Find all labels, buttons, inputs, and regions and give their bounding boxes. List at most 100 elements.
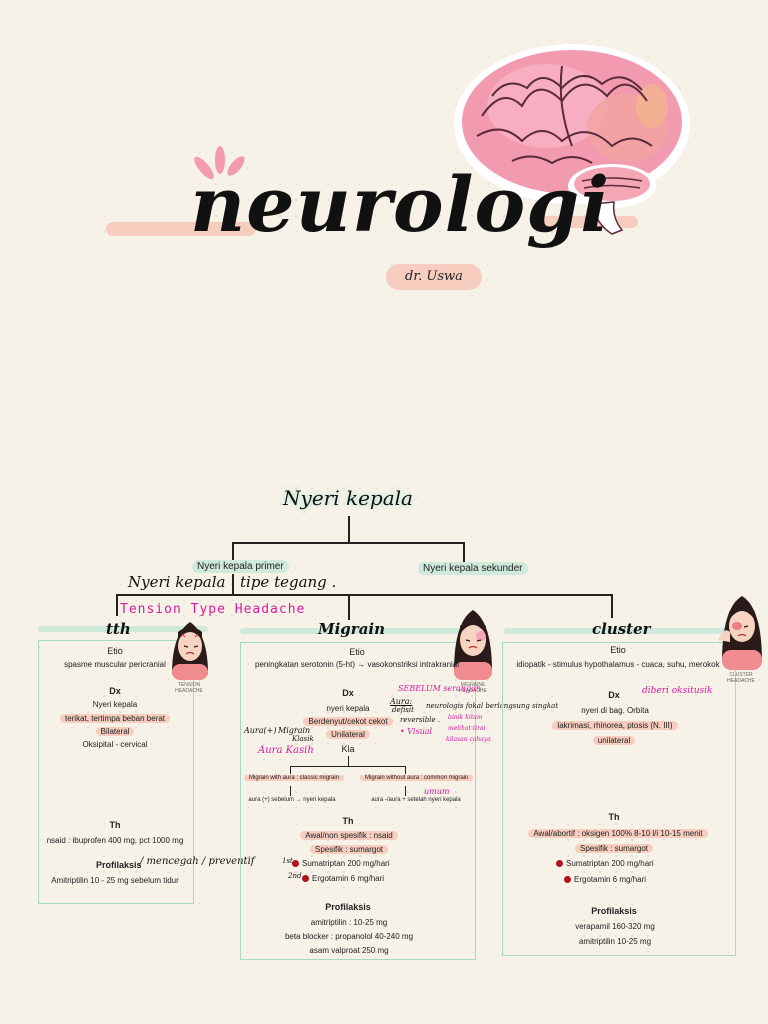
aura-visual-note: • Visual <box>400 727 433 736</box>
aura-visual-1: binik hitam <box>448 714 483 721</box>
migrain-th-1: Awal/non spesifik : nsaid <box>276 831 422 840</box>
aura-defisit-note: defisit <box>392 706 414 714</box>
migrain-th-2: Spesifik : sumargot <box>276 845 422 854</box>
cluster-etio-label: Etio <box>610 645 626 655</box>
kla-connector <box>405 766 406 774</box>
migrain-th-4: Ergotamin 6 mg/hari <box>302 874 384 883</box>
tth-panel <box>38 640 194 904</box>
migrain-class-2-sub: aura -/aura + setelah nyeri kepala <box>371 797 461 803</box>
cluster-etio: idiopatik - stimulus hypothalamus - cuac… <box>516 660 720 669</box>
secondary-node: Nyeri kepala sekunder <box>418 562 528 575</box>
headache-face-migraine-icon <box>454 610 492 680</box>
page-title: neurologi <box>190 160 611 249</box>
cluster-prof-2: amitriptilin 10-25 mg <box>578 937 652 946</box>
tth-dx-4: Oksipital - cervical <box>82 740 148 749</box>
migrain-dx-3: Unilateral <box>300 730 396 739</box>
migrain-rank-1: 1st <box>282 857 293 865</box>
migrain-class-1-connector <box>290 786 291 796</box>
splash-accent-icon <box>194 146 245 180</box>
tth-dx-2: terikat, tertimpa beban berat <box>38 714 192 723</box>
cluster-title: cluster <box>592 620 651 638</box>
headache-face-cluster-icon <box>718 596 762 670</box>
migrain-th-3: Sumatriptan 200 mg/hari <box>292 859 390 868</box>
tth-th-label: Th <box>109 820 121 830</box>
migrain-prof-label: Profilaksis <box>325 902 371 912</box>
migrain-dx-1: nyeri kepala <box>326 704 370 713</box>
cluster-th-label: Th <box>608 812 620 822</box>
migrain-prof-2: beta blocker : propanolol 40-240 mg <box>284 932 414 941</box>
cluster-th-3: Sumatriptan 200 mg/hari <box>556 859 654 868</box>
migrain-dx-2: Berdenyut/cekot cekot <box>290 717 406 726</box>
tth-prof-note: / mencegah / preventif <box>140 856 255 867</box>
aura-visual-2: melihat tirai <box>448 725 486 732</box>
migrain-rank-2: 2nd <box>288 872 302 880</box>
tree-connector <box>232 542 234 564</box>
aura-title-note: Aura: <box>390 697 413 706</box>
migrain-prof-3: asam valproat 250 mg <box>309 946 389 955</box>
aura-neuro-note: neurologis fokal berlangsung singkat <box>426 702 559 710</box>
handwritten-note-magenta: Tension Type Headache <box>120 602 306 617</box>
kla-connector <box>348 756 349 766</box>
cluster-dx-label: Dx <box>608 690 620 700</box>
migrain-kla-label: Kla <box>341 744 355 754</box>
brain-illustration-icon <box>454 44 690 235</box>
aura-reversible-note: reversible . <box>400 716 441 724</box>
tree-connector <box>348 594 350 620</box>
kla-connector <box>290 766 291 774</box>
cluster-dx-1: nyeri di bag. Orbita <box>581 706 649 715</box>
migrain-panel <box>240 642 476 960</box>
migrain-title: Migrain <box>318 620 386 638</box>
aura-visual-3: kilasan cahaya <box>446 736 491 743</box>
tth-header-band <box>38 626 208 632</box>
tth-dx-label: Dx <box>109 686 121 696</box>
migrain-etio: peningkatan serotonin (5-ht) → vasokonst… <box>254 660 460 669</box>
migrain-header-band <box>240 628 476 634</box>
migrain-face-caption: MIGRAINE HEADACHE <box>459 682 487 694</box>
tree-connector <box>463 542 465 564</box>
tth-prof-label: Profilaksis <box>96 860 142 870</box>
cluster-face-caption: CLUSTER HEADACHE <box>727 672 755 684</box>
cluster-dx-3: unilateral <box>566 736 662 745</box>
cluster-dx-note: diberi oksitusik <box>642 686 713 696</box>
tree-root: Nyeri kepala <box>283 486 413 510</box>
migrain-dx-label: Dx <box>342 688 354 698</box>
migrain-umum-note: umum <box>424 787 450 796</box>
handwritten-note: Nyeri kepala <box>128 573 226 591</box>
migrain-class-2-connector <box>405 786 406 796</box>
author-badge: dr. Uswa <box>386 264 482 290</box>
cluster-th-2: Spesifik : sumargot <box>566 844 662 853</box>
migrain-etio-label: Etio <box>349 647 365 657</box>
cluster-panel <box>502 642 736 956</box>
aura-left-note: Aura(+) <box>244 726 277 735</box>
migrain-prof-1: amitriptilin : 10-25 mg <box>310 918 388 927</box>
tth-etio: spasme muscular pericranial <box>64 660 166 669</box>
tth-th-1: nsaid : ibuprofen 400 mg, pct 1000 mg <box>46 836 184 845</box>
migrain-class-1: Migrain with aura : classic migrain <box>244 775 345 781</box>
tree-connector <box>611 594 613 618</box>
cluster-prof-label: Profilaksis <box>591 906 637 916</box>
cluster-header-band <box>504 628 734 634</box>
tree-connector <box>232 574 234 594</box>
title-underline-left <box>106 222 256 236</box>
tree-connector <box>116 594 612 596</box>
migrain-class-1-sub: aura (+) sebelum → nyeri kepala <box>248 797 336 803</box>
aura-mid-note-1: Migrain <box>278 726 311 735</box>
tth-dx-1: Nyeri kepala <box>92 700 138 709</box>
headache-face-tth-icon <box>172 622 208 680</box>
aura-mid-note-2: Klasik <box>292 735 314 743</box>
aura-kasih-note: Aura Kasih <box>258 745 314 756</box>
tth-dx-3: Bilateral <box>38 727 192 736</box>
kla-connector <box>290 766 406 767</box>
tth-prof-1: Amitriptilin 10 - 25 mg sebelum tidur <box>51 876 179 885</box>
handwritten-note: tipe tegang . <box>240 573 337 591</box>
aura-sebelum-note: SEBELUM serangan <box>398 684 482 693</box>
cluster-dx-2: lakrimasi, rhinorea, ptosis (N. III) <box>530 721 700 730</box>
migrain-th-label: Th <box>342 816 354 826</box>
tree-connector <box>116 594 118 616</box>
tth-etio-label: Etio <box>107 646 123 656</box>
tth-face-caption: TENSION HEADACHE <box>175 682 203 694</box>
tth-title: tth <box>106 620 131 638</box>
migrain-class-2: Migrain without aura : common migrain <box>360 775 474 781</box>
cluster-th-1: Awal/abortif : oksigen 100% 8-10 l/i 10-… <box>502 829 734 838</box>
primary-node: Nyeri kepala primer <box>192 560 289 573</box>
